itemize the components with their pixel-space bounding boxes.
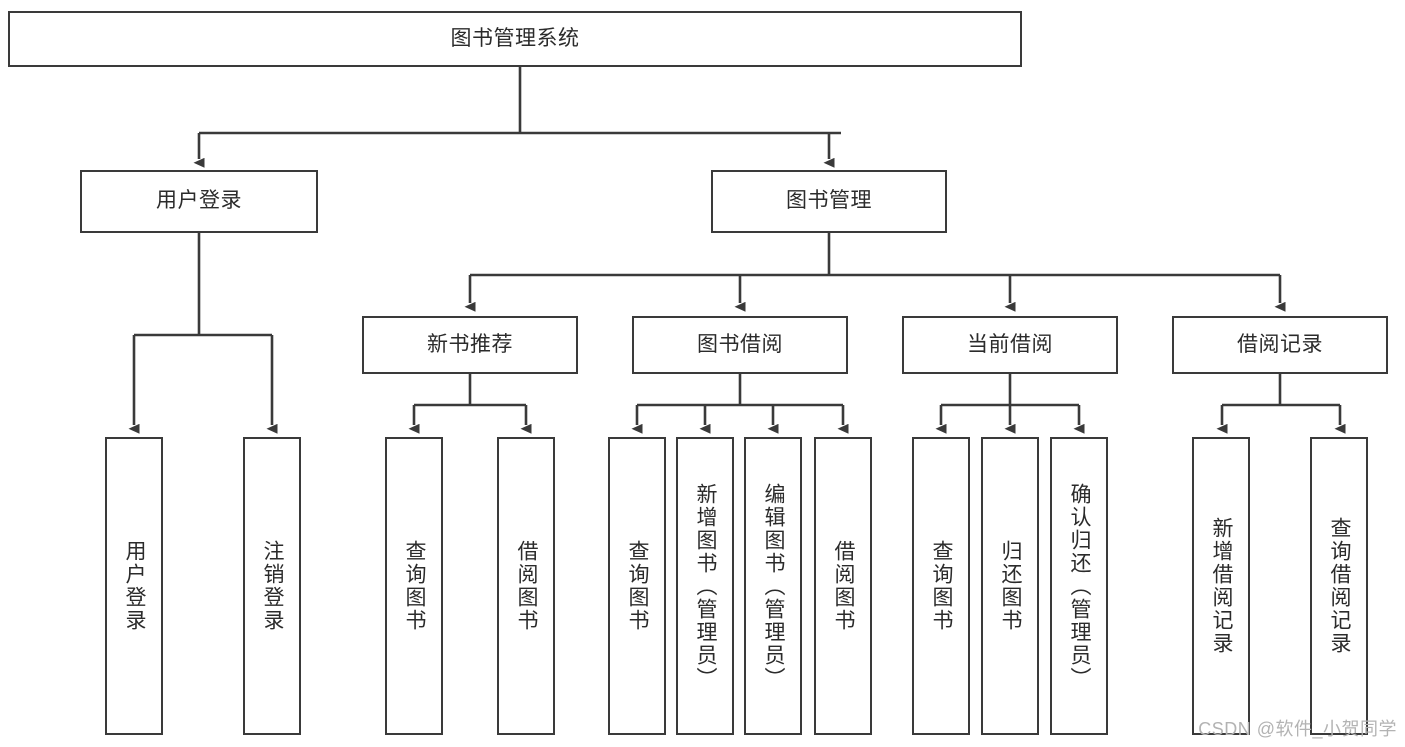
node-leaf-add-book[interactable]: 新增图书（管理员） — [676, 437, 734, 735]
node-new-book-recommend-label: 新书推荐 — [427, 332, 513, 356]
csdn-watermark: CSDN @软件_小贺同学 — [1198, 719, 1397, 739]
node-leaf-logout-login[interactable]: 注销登录 — [243, 437, 301, 735]
node-leaf-query-borrow-record-label: 查询借阅记录 — [1328, 517, 1352, 655]
node-book-management[interactable]: 图书管理 — [711, 170, 947, 233]
node-borrow-record[interactable]: 借阅记录 — [1172, 316, 1388, 374]
node-leaf-borrow-book-1[interactable]: 借阅图书 — [497, 437, 555, 735]
node-leaf-edit-book[interactable]: 编辑图书（管理员） — [744, 437, 802, 735]
node-leaf-logout-login-label: 注销登录 — [261, 540, 285, 632]
node-leaf-query-book-2-label: 查询图书 — [626, 540, 650, 632]
node-leaf-borrow-book-2[interactable]: 借阅图书 — [814, 437, 872, 735]
node-leaf-user-login-label: 用户登录 — [123, 540, 147, 632]
node-book-borrow-label: 图书借阅 — [697, 332, 783, 356]
node-leaf-query-borrow-record[interactable]: 查询借阅记录 — [1310, 437, 1368, 735]
node-leaf-add-borrow-record-label: 新增借阅记录 — [1210, 517, 1234, 655]
node-new-book-recommend[interactable]: 新书推荐 — [362, 316, 578, 374]
node-leaf-confirm-return[interactable]: 确认归还（管理员） — [1050, 437, 1108, 735]
node-leaf-query-book-1-label: 查询图书 — [403, 540, 427, 632]
node-leaf-add-borrow-record[interactable]: 新增借阅记录 — [1192, 437, 1250, 735]
node-leaf-confirm-return-label: 确认归还（管理员） — [1068, 482, 1092, 690]
node-user-login-label: 用户登录 — [156, 189, 242, 213]
node-leaf-borrow-book-2-label: 借阅图书 — [832, 540, 856, 632]
node-leaf-edit-book-label: 编辑图书（管理员） — [762, 482, 786, 690]
node-user-login[interactable]: 用户登录 — [80, 170, 318, 233]
node-leaf-add-book-label: 新增图书（管理员） — [694, 482, 718, 690]
node-leaf-query-book-3-label: 查询图书 — [930, 540, 954, 632]
node-leaf-return-book[interactable]: 归还图书 — [981, 437, 1039, 735]
node-current-borrow-label: 当前借阅 — [967, 332, 1053, 356]
node-root[interactable]: 图书管理系统 — [8, 11, 1022, 67]
node-leaf-query-book-3[interactable]: 查询图书 — [912, 437, 970, 735]
node-borrow-record-label: 借阅记录 — [1237, 332, 1323, 356]
node-current-borrow[interactable]: 当前借阅 — [902, 316, 1118, 374]
node-root-label: 图书管理系统 — [450, 26, 580, 50]
node-leaf-query-book-1[interactable]: 查询图书 — [385, 437, 443, 735]
node-leaf-borrow-book-1-label: 借阅图书 — [515, 540, 539, 632]
node-book-borrow[interactable]: 图书借阅 — [632, 316, 848, 374]
node-book-management-label: 图书管理 — [786, 189, 872, 213]
node-leaf-return-book-label: 归还图书 — [999, 540, 1023, 632]
node-leaf-user-login[interactable]: 用户登录 — [105, 437, 163, 735]
node-leaf-query-book-2[interactable]: 查询图书 — [608, 437, 666, 735]
